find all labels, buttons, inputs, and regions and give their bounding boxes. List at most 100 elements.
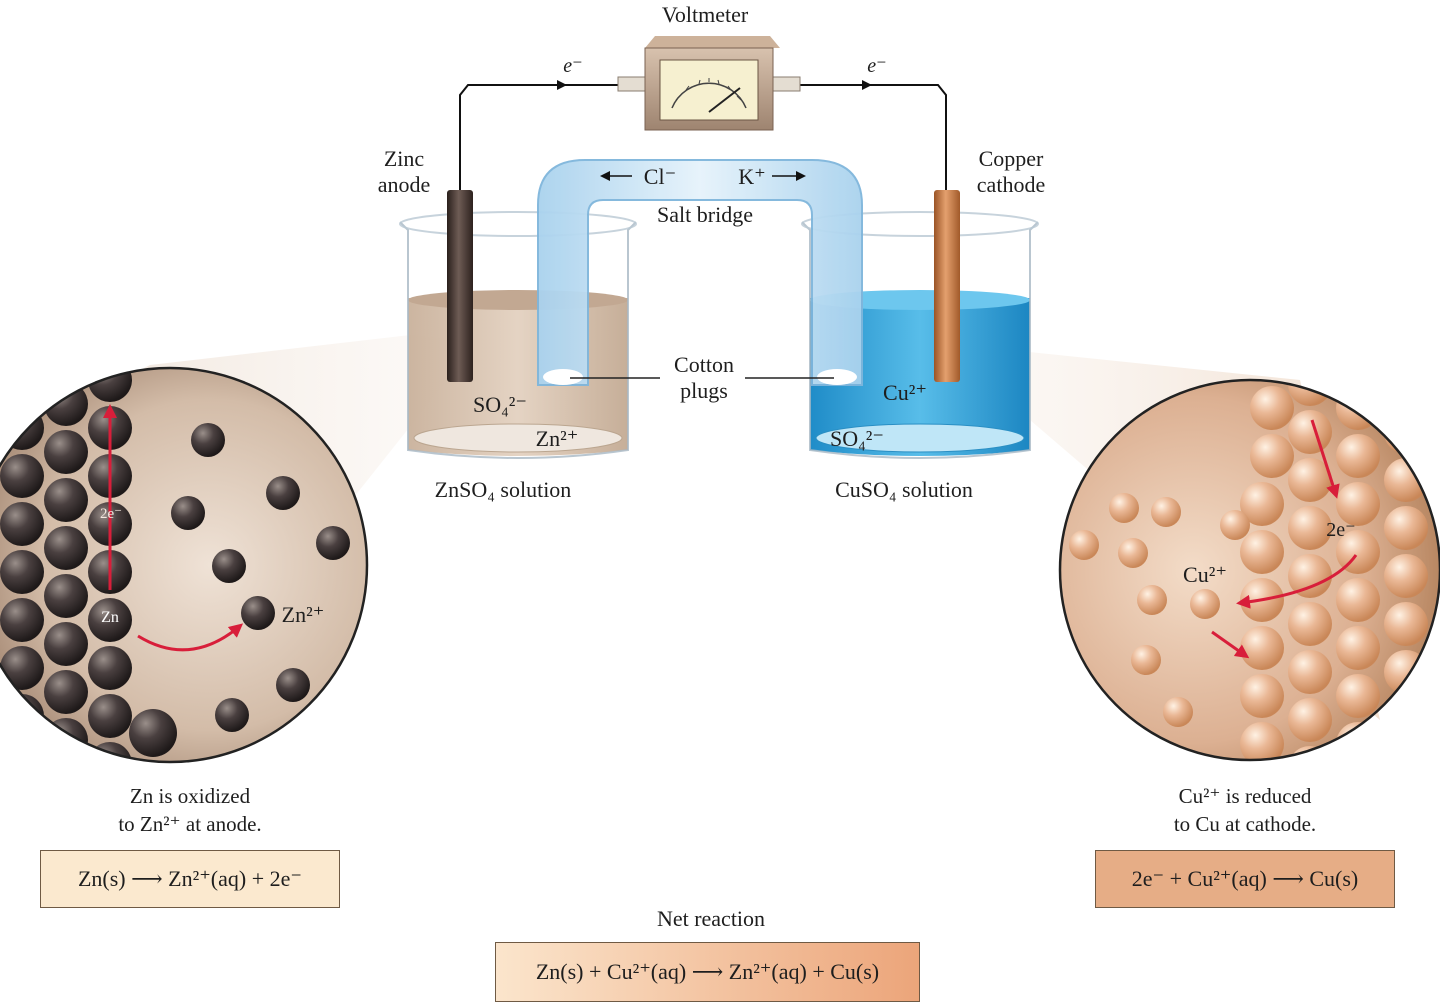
zinc-ion xyxy=(191,423,225,457)
zinc-atom xyxy=(88,646,132,690)
copper-atom xyxy=(1384,380,1428,406)
deposition-arrow xyxy=(1211,630,1250,659)
electron-transfer-arrow xyxy=(1236,554,1358,609)
copper-atom xyxy=(1250,434,1294,478)
copper-atom xyxy=(1240,722,1284,760)
copper-atom xyxy=(1336,530,1380,574)
copper-atom xyxy=(1336,434,1380,478)
copper-atom xyxy=(1240,674,1284,718)
zinc-atom xyxy=(88,368,132,402)
copper-ion xyxy=(1190,589,1220,619)
zinc-anode-label-2: anode xyxy=(378,172,431,197)
copper-atom xyxy=(1336,674,1380,718)
cathode-caption: Cu²⁺ is reduced to Cu at cathode. xyxy=(1135,782,1355,838)
cuso4-solution-label: CuSO₄ solution xyxy=(835,477,973,502)
sulfate-ion-right: SO₄²⁻ xyxy=(830,426,884,451)
copper-ion xyxy=(1137,585,1167,615)
anode-caption-line-2: to Zn²⁺ at anode. xyxy=(118,812,262,836)
copper-atom xyxy=(1250,380,1294,382)
zinc-atom xyxy=(0,646,44,690)
anode-equation: Zn(s) ⟶ Zn²⁺(aq) + 2e⁻ xyxy=(77,866,303,891)
copper-atom xyxy=(1336,482,1380,526)
copper-atom xyxy=(1288,410,1332,454)
copper-beaker xyxy=(801,211,1039,459)
copper-atom xyxy=(1288,506,1332,550)
zn-atom-label: Zn xyxy=(101,609,119,626)
zinc-beaker xyxy=(399,211,637,459)
anode-magnified-view xyxy=(0,366,369,764)
zinc-atom xyxy=(129,709,177,757)
voltmeter xyxy=(617,36,801,131)
zinc-atom xyxy=(0,454,44,498)
zinc-atom xyxy=(44,430,88,474)
copper-atom xyxy=(1240,530,1284,574)
zn2-ion-label: Zn²⁺ xyxy=(282,602,325,627)
zinc-ion xyxy=(276,668,310,702)
zinc-atom xyxy=(44,622,88,666)
zinc-ion-beaker: Zn²⁺ xyxy=(536,426,579,451)
zinc-atom xyxy=(88,598,132,642)
salt-bridge xyxy=(537,159,863,386)
zinc-atom xyxy=(0,598,44,642)
net-reaction-label: Net reaction xyxy=(657,906,765,931)
zinc-atom xyxy=(88,694,132,738)
copper-ion xyxy=(1131,645,1161,675)
copper-atom xyxy=(1384,410,1428,454)
copper-atom xyxy=(1384,506,1428,550)
copper-atom xyxy=(1384,746,1428,760)
zinc-ion xyxy=(215,698,249,732)
zinc-ion xyxy=(212,549,246,583)
zinc-atom xyxy=(88,742,132,762)
copper-atom xyxy=(1288,458,1332,502)
zinc-atom xyxy=(0,742,44,762)
anode-caption: Zn is oxidized to Zn²⁺ at anode. xyxy=(80,782,300,838)
zinc-ion xyxy=(241,596,275,630)
zinc-anode-label-1: Zinc xyxy=(384,146,425,171)
anode-caption-line-1: Zn is oxidized xyxy=(129,784,251,808)
cotton-plugs-label-2: plugs xyxy=(680,378,728,403)
zinc-atom xyxy=(0,502,44,546)
copper-atom xyxy=(1384,458,1428,502)
zinc-ions-in-solution xyxy=(171,423,350,732)
copper-ion xyxy=(1163,697,1193,727)
two-electron-label-right: 2e⁻ xyxy=(1326,519,1355,541)
cu2-ion-label: Cu²⁺ xyxy=(1183,562,1227,587)
copper-atom xyxy=(1288,698,1332,742)
anode-equation-box: Zn(s) ⟶ Zn²⁺(aq) + 2e⁻ xyxy=(40,850,340,908)
zinc-atom xyxy=(44,478,88,522)
chloride-ion-label: Cl⁻ xyxy=(644,164,676,189)
zinc-atom xyxy=(0,368,44,402)
cathode-equation: 2e⁻ + Cu²⁺(aq) ⟶ Cu(s) xyxy=(1131,866,1359,891)
copper-ions-in-solution xyxy=(1069,493,1250,727)
copper-atom xyxy=(1336,578,1380,622)
copper-atom xyxy=(1240,626,1284,670)
voltmeter-label: Voltmeter xyxy=(662,2,749,27)
zinc-atom xyxy=(44,670,88,714)
net-equation-box: Zn(s) + Cu²⁺(aq) ⟶ Zn²⁺(aq) + Cu(s) xyxy=(495,942,920,1002)
copper-atom xyxy=(1240,482,1284,526)
net-equation: Zn(s) + Cu²⁺(aq) ⟶ Zn²⁺(aq) + Cu(s) xyxy=(535,959,880,984)
copper-atom xyxy=(1384,554,1428,598)
copper-atom xyxy=(1336,380,1380,382)
potassium-ion-label: K⁺ xyxy=(738,164,766,189)
electron-flow-label-right: e⁻ xyxy=(867,55,886,77)
electron-flow-label-left: e⁻ xyxy=(563,55,582,77)
copper-atom xyxy=(1384,650,1428,694)
cathode-equation-box: 2e⁻ + Cu²⁺(aq) ⟶ Cu(s) xyxy=(1095,850,1395,908)
copper-ion xyxy=(1220,510,1250,540)
copper-atom xyxy=(1384,698,1428,742)
copper-electrode xyxy=(934,190,960,382)
cathode-caption-line-1: Cu²⁺ is reduced xyxy=(1178,784,1312,808)
zinc-electrode xyxy=(447,190,473,382)
zinc-ion xyxy=(266,476,300,510)
copper-ion xyxy=(1109,493,1139,523)
sulfate-ion-left: SO₄²⁻ xyxy=(473,392,527,417)
copper-ion-beaker: Cu²⁺ xyxy=(883,380,927,405)
znso4-solution-label: ZnSO₄ solution xyxy=(435,477,572,502)
external-circuit-wire xyxy=(459,80,947,195)
copper-cathode-label-1: Copper xyxy=(979,146,1044,171)
zinc-atom xyxy=(0,406,44,450)
copper-ion xyxy=(1151,497,1181,527)
zinc-atom xyxy=(0,550,44,594)
